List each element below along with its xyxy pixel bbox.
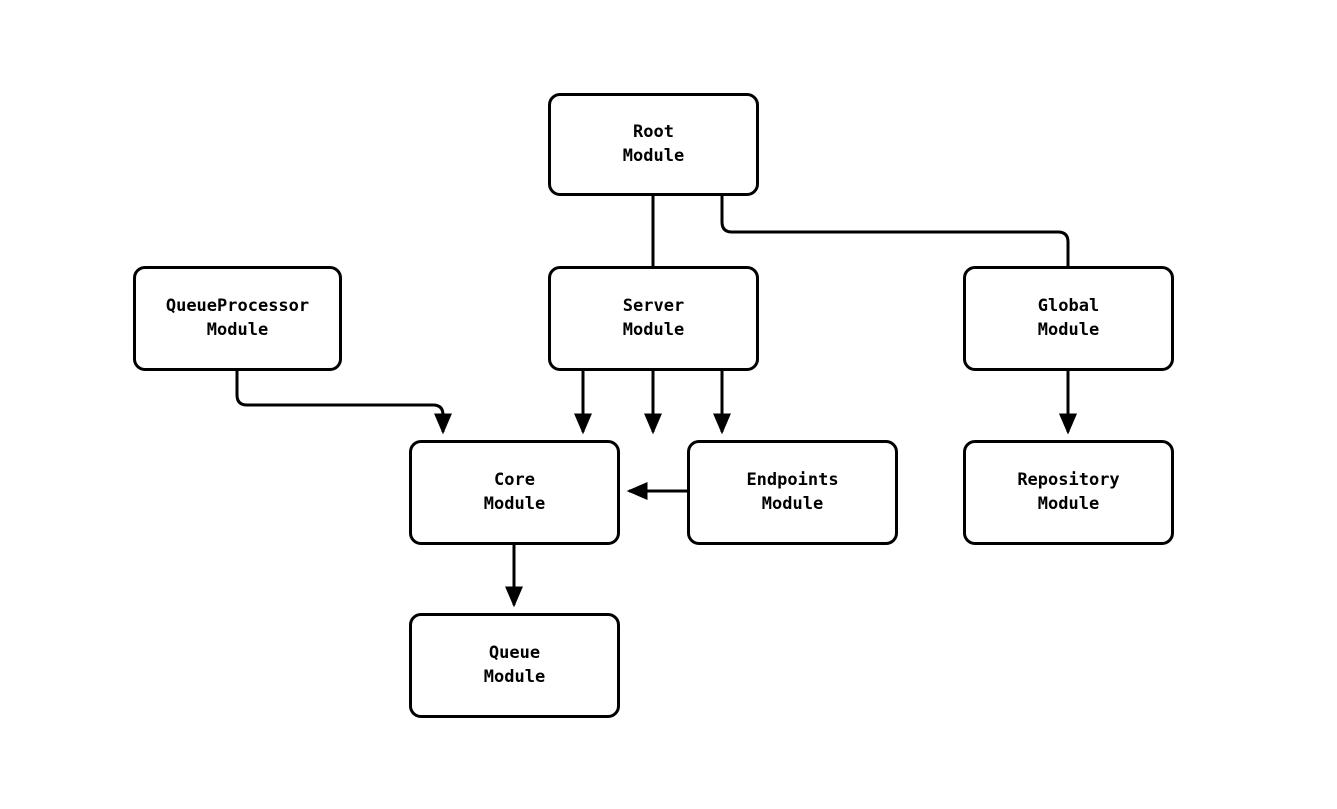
node-root[interactable]: Root Module <box>548 93 759 196</box>
node-repository[interactable]: Repository Module <box>963 440 1174 545</box>
node-queueprocessor-label: QueueProcessor Module <box>165 296 310 340</box>
node-queue[interactable]: Queue Module <box>409 613 620 718</box>
node-queueprocessor[interactable]: QueueProcessor Module <box>133 266 342 371</box>
node-global-label: Global Module <box>1037 296 1100 340</box>
node-core-label: Core Module <box>483 470 546 514</box>
node-global[interactable]: Global Module <box>963 266 1174 371</box>
edge-queueprocessor-core <box>235 371 452 435</box>
node-endpoints-label: Endpoints Module <box>746 470 839 514</box>
node-queue-label: Queue Module <box>483 643 546 687</box>
node-server-label: Server Module <box>622 296 685 340</box>
node-root-label: Root Module <box>622 122 685 166</box>
node-core[interactable]: Core Module <box>409 440 620 545</box>
node-repository-label: Repository Module <box>1017 470 1120 514</box>
node-endpoints[interactable]: Endpoints Module <box>687 440 898 545</box>
node-server[interactable]: Server Module <box>548 266 759 371</box>
